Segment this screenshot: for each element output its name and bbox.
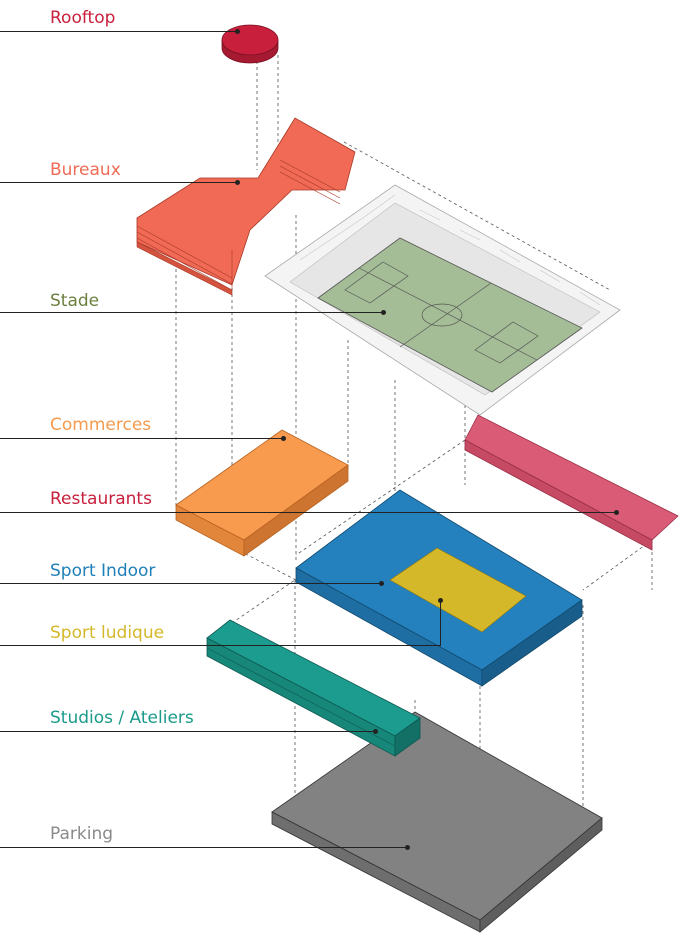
rooftop-leader-line	[0, 31, 237, 32]
restaurants-leader-line	[0, 512, 616, 513]
commerces-label: Commerces	[50, 415, 152, 435]
sport-indoor-label: Sport Indoor	[50, 561, 156, 581]
stade-leader-dot	[381, 310, 386, 315]
sport-indoor-leader-dot	[379, 581, 384, 586]
sport-ludique-leader-line	[0, 645, 441, 646]
studios-bar	[206, 619, 421, 757]
stadium	[264, 184, 621, 416]
stade-leader-line	[0, 312, 383, 313]
commerces-leader-line	[0, 438, 283, 439]
sport-ludique-leader-dot	[438, 598, 443, 603]
bureaux-leader-dot	[235, 180, 240, 185]
studios-label: Studios / Ateliers	[50, 708, 194, 728]
bureaux-building	[136, 117, 356, 296]
sport-ludique-leader-riser	[440, 600, 441, 646]
parking-leader-dot	[405, 845, 410, 850]
parking-leader-line	[0, 847, 407, 848]
restaurants-label: Restaurants	[50, 489, 152, 509]
sport-ludique-label: Sport ludique	[50, 623, 165, 643]
studios-leader-dot	[373, 729, 378, 734]
bureaux-label: Bureaux	[50, 160, 121, 180]
studios-leader-line	[0, 731, 375, 732]
parking-label: Parking	[50, 824, 114, 844]
sport-indoor-leader-line	[0, 583, 381, 584]
parking-slab	[271, 711, 603, 933]
stade-label: Stade	[50, 291, 100, 311]
commerces-leader-dot	[281, 436, 286, 441]
restaurants-bar	[464, 414, 679, 551]
bureaux-leader-line	[0, 182, 237, 183]
commerces-block	[175, 429, 349, 557]
rooftop-label: Rooftop	[50, 8, 116, 28]
rooftop-leader-dot	[235, 29, 240, 34]
restaurants-leader-dot	[614, 510, 619, 515]
sport-indoor-slab	[295, 489, 583, 687]
